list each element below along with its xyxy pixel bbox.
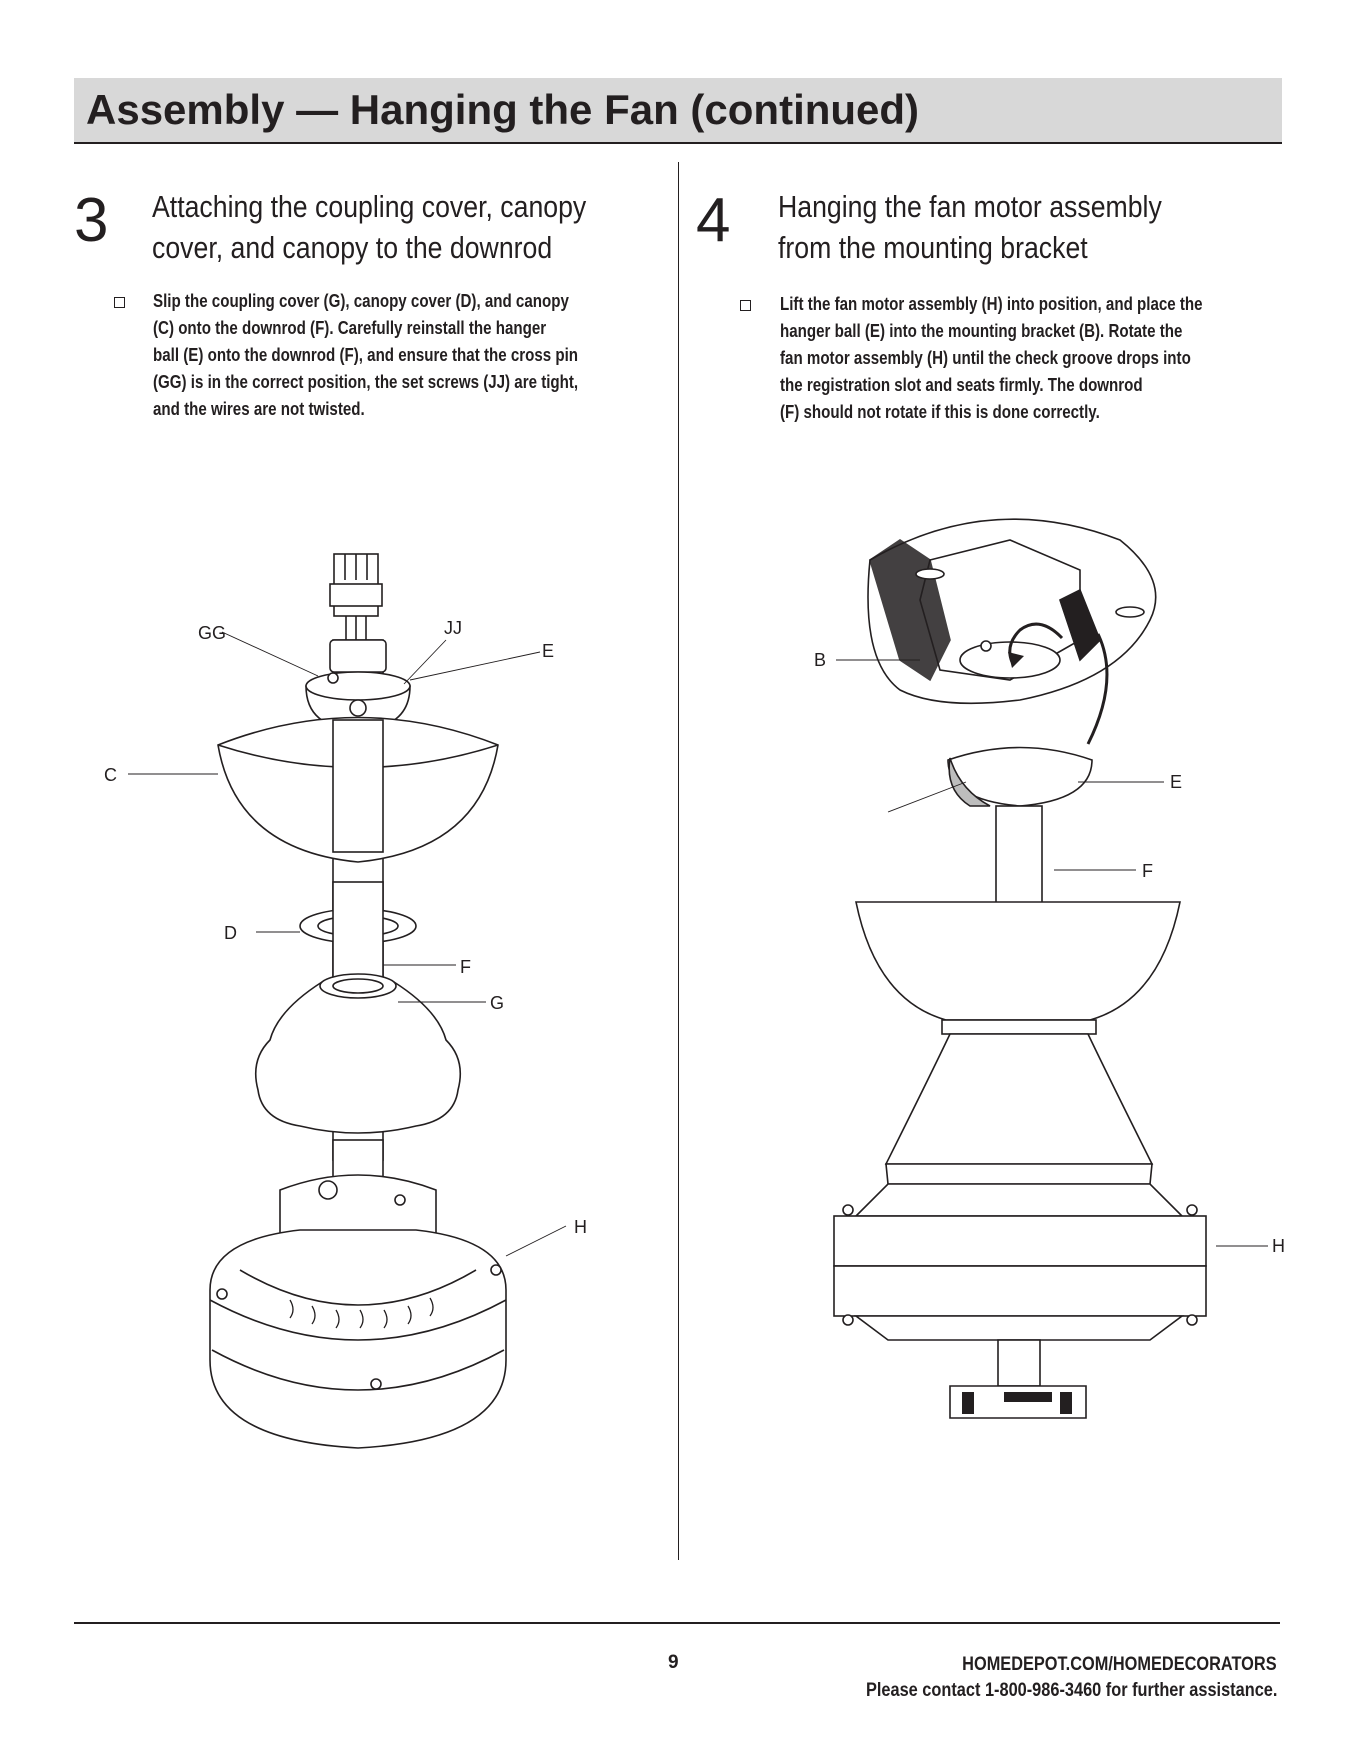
step-4-line: the registration slot and seats firmly. … <box>780 375 1143 395</box>
step-4-line: fan motor assembly (H) until the check g… <box>780 348 1191 368</box>
part-label-e: E <box>542 641 555 661</box>
leader-line-e <box>409 651 541 681</box>
step-4-instructions: Lift the fan motor assembly (H) into pos… <box>780 291 1203 426</box>
part-label-h: H <box>1272 1236 1285 1256</box>
footer-contact-text: Please contact 1-800-986-3460 for furthe… <box>865 1680 1277 1701</box>
step-3-line: (GG) is in the correct position, the set… <box>153 372 579 392</box>
step-3-title: Attaching the coupling cover, canopy cov… <box>152 186 586 268</box>
motor-housing-icon <box>833 1215 1207 1267</box>
leader-line-gg <box>221 631 319 677</box>
downrod-icon <box>995 805 1043 911</box>
rotation-arrow-icon <box>1008 622 1064 663</box>
part-label-h: H <box>574 1217 587 1237</box>
section-header-banner: Assembly — Hanging the Fan (continued) <box>74 78 1282 144</box>
column-divider <box>678 162 679 1560</box>
coupling-cover-icon <box>884 1033 1154 1165</box>
part-label-e: E <box>1170 772 1183 792</box>
part-label-f: F <box>460 957 471 977</box>
step-3-instructions: Slip the coupling cover (G), canopy cove… <box>153 288 578 423</box>
step-4-title: Hanging the fan motor assembly from the … <box>778 186 1162 268</box>
part-label-f: F <box>1142 861 1153 881</box>
leader-line-h <box>505 1225 567 1257</box>
step-4-line: (F) should not rotate if this is done co… <box>780 402 1100 422</box>
footer-website-link[interactable]: HOMEDEPOT.COM/HOMEDECORATORS <box>962 1654 1277 1675</box>
leader-line-jj <box>403 639 447 685</box>
coupling-cover-icon <box>254 981 462 1134</box>
page-number: 9 <box>668 1652 679 1673</box>
step-4-title-line2: from the mounting bracket <box>778 230 1088 265</box>
step-4-line: Lift the fan motor assembly (H) into pos… <box>780 294 1203 314</box>
canopy-icon <box>855 901 1181 1021</box>
leader-line-registration <box>887 781 967 813</box>
step-3-line: and the wires are not twisted. <box>153 399 365 419</box>
motor-housing-icon <box>209 1229 507 1449</box>
footer-divider <box>74 1622 1280 1624</box>
part-label-g: G <box>490 993 505 1013</box>
step-3-checkbox[interactable] <box>114 297 125 308</box>
step-3-title-line1: Attaching the coupling cover, canopy <box>152 189 587 224</box>
step-4-number: 4 <box>696 186 731 255</box>
step-3-title-line2: cover, and canopy to the downrod <box>152 230 553 265</box>
step-3-line: ball (E) onto the downrod (F), and ensur… <box>153 345 579 365</box>
part-label-d: D <box>224 923 237 943</box>
step-4-title-line1: Hanging the fan motor assembly <box>778 189 1162 224</box>
step-3-number: 3 <box>74 186 109 255</box>
part-label-b: B <box>814 650 827 670</box>
step-4-line: hanger ball (E) into the mounting bracke… <box>780 321 1183 341</box>
step-4-checkbox[interactable] <box>740 300 751 311</box>
section-title: Assembly — Hanging the Fan (continued) <box>86 86 920 133</box>
part-label-jj: JJ <box>444 618 462 638</box>
step-3-line: Slip the coupling cover (G), canopy cove… <box>153 291 569 311</box>
part-label-gg: GG <box>198 623 227 643</box>
part-label-c: C <box>104 765 117 785</box>
step-3-line: (C) onto the downrod (F). Carefully rein… <box>153 318 547 338</box>
